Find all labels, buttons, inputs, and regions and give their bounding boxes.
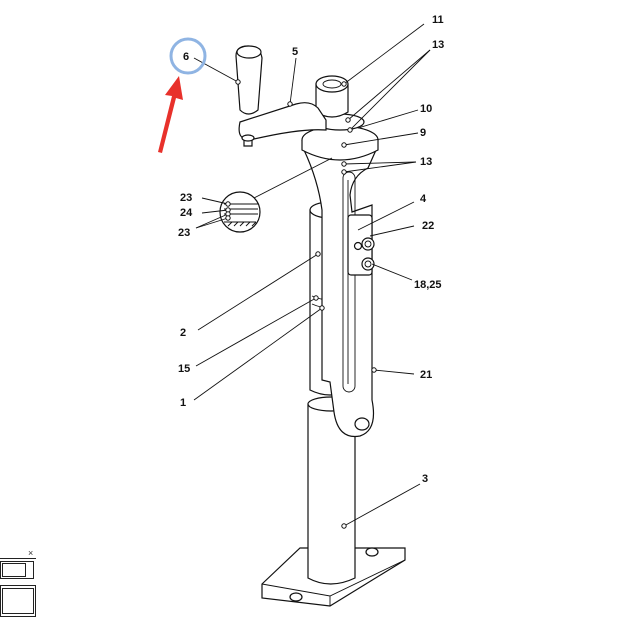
label-2: 2: [180, 327, 186, 339]
label-5: 5: [292, 46, 298, 58]
label-4: 4: [420, 193, 427, 205]
label-23-top: 23: [180, 192, 192, 204]
handle-grip: [235, 45, 263, 115]
label-1: 1: [180, 397, 186, 409]
label-23-bottom: 23: [178, 227, 190, 239]
label-24: 24: [180, 207, 193, 219]
callout-dots: [225, 79, 377, 529]
label-3: 3: [422, 473, 428, 485]
top-collar: [301, 113, 379, 161]
label-10: 10: [420, 103, 432, 115]
leader-lines: [193, 23, 431, 527]
fragment-field-1-inner: [2, 563, 26, 577]
top-nut: [315, 75, 349, 118]
detail-bubble: [219, 191, 261, 233]
highlight-circle: [169, 37, 207, 75]
label-13-top: 13: [432, 39, 444, 51]
fragment-field-2-inner: [2, 588, 34, 614]
highlight-annotation: [158, 37, 207, 153]
part-labels: 11 13 6 5 10 9 13 4 22 23 24 23 18,25 2 …: [178, 14, 444, 485]
window-fragment: ×: [0, 549, 36, 619]
label-18-25: 18,25: [414, 279, 442, 291]
label-15: 15: [178, 363, 190, 375]
label-21: 21: [420, 369, 432, 381]
fragment-titlebar: [0, 558, 36, 559]
crank-handle: [238, 102, 327, 147]
label-6: 6: [183, 51, 189, 63]
label-9: 9: [420, 127, 426, 139]
label-11: 11: [432, 14, 444, 26]
bracket-hardware: [353, 237, 375, 271]
label-13-middle: 13: [420, 156, 432, 168]
red-arrow-icon: [158, 76, 183, 153]
close-icon[interactable]: ×: [28, 548, 34, 558]
label-22: 22: [422, 220, 434, 232]
